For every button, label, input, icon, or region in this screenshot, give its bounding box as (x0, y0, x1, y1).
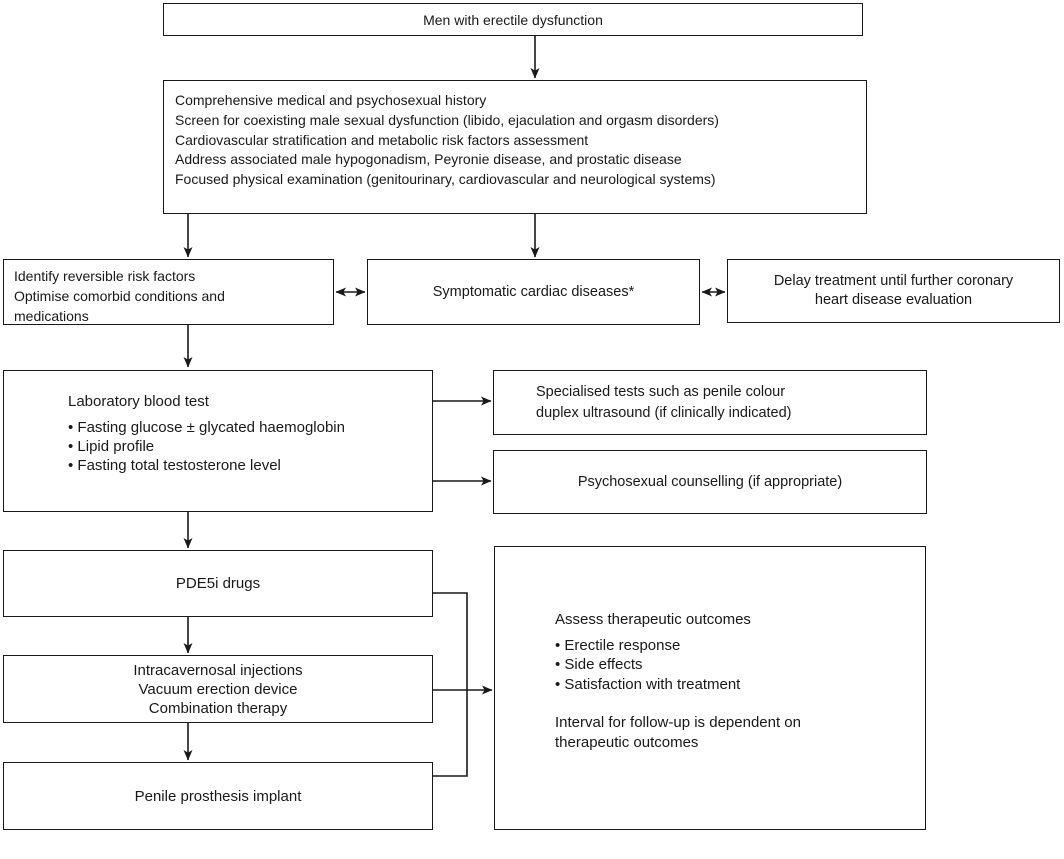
outcomes-item: • Satisfaction with treatment (555, 675, 741, 693)
box-assess-therapeutic-outcomes: Assess therapeutic outcomes • Erectile r… (494, 546, 926, 830)
lab-test-title: Laboratory blood test (68, 393, 209, 410)
box-men-with-ed: Men with erectile dysfunction (163, 3, 863, 36)
outcomes-item: • Erectile response (555, 637, 681, 654)
outcomes-item: • Side effects (555, 656, 643, 674)
lab-test-item: • Fasting total testosterone level (68, 457, 281, 474)
box-second-line-therapies-label: Intracavernosal injections Vacuum erecti… (133, 661, 303, 717)
box-symptomatic-cardiac-diseases-label: Symptomatic cardiac diseases* (432, 284, 635, 300)
box-second-line-therapies: Intracavernosal injections Vacuum erecti… (3, 655, 433, 723)
box-specialised-tests: Specialised tests such as penile colour … (493, 370, 927, 435)
box-specialised-tests-label: Specialised tests such as penile colour … (536, 383, 792, 421)
box-delay-treatment-label: Delay treatment until further coronary h… (773, 272, 1014, 309)
box-laboratory-blood-test: Laboratory blood test • Fasting glucose … (3, 370, 433, 512)
box-reversible-risk-factors: Identify reversible risk factors Optimis… (3, 259, 334, 325)
lab-test-item: • Fasting glucose ± glycated haemoglobin (68, 419, 345, 436)
box-men-with-ed-label: Men with erectile dysfunction (423, 11, 603, 28)
box-psychosexual-counselling: Psychosexual counselling (if appropriate… (493, 450, 927, 514)
outcomes-title: Assess therapeutic outcomes (555, 611, 751, 628)
box-pde5i-drugs-label: PDE5i drugs (175, 575, 261, 592)
bracket-treatments (433, 592, 468, 777)
box-penile-prosthesis-implant: Penile prosthesis implant (3, 762, 433, 830)
lab-test-item: • Lipid profile (68, 438, 155, 455)
box-psychosexual-counselling-label: Psychosexual counselling (if appropriate… (577, 474, 843, 490)
box-delay-treatment: Delay treatment until further coronary h… (727, 259, 1060, 323)
box-symptomatic-cardiac-diseases: Symptomatic cardiac diseases* (367, 259, 700, 325)
box-initial-assessment: Comprehensive medical and psychosexual h… (163, 80, 867, 214)
box-penile-prosthesis-implant-label: Penile prosthesis implant (134, 787, 302, 805)
outcomes-follow-up-note: Interval for follow-up is dependent on t… (555, 714, 801, 752)
box-pde5i-drugs: PDE5i drugs (3, 550, 433, 617)
